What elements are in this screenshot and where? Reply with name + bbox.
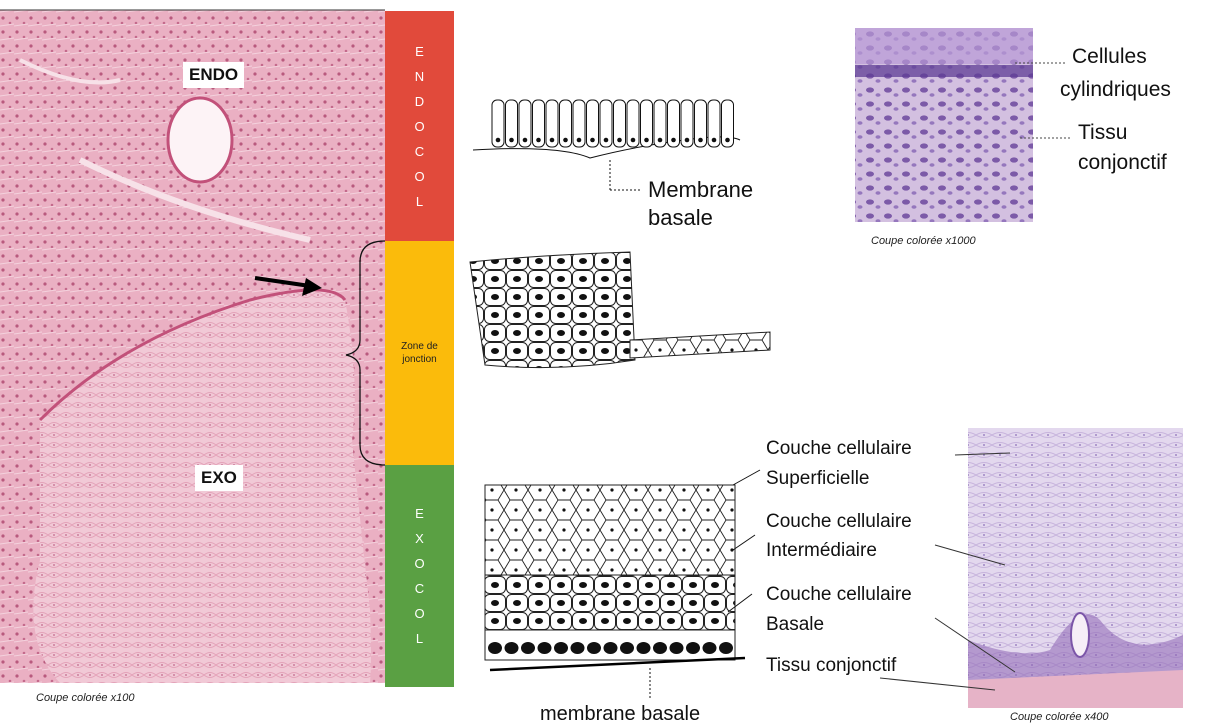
- basal-nucleus: [686, 642, 700, 654]
- endocol-letter: O: [414, 164, 424, 189]
- exocol-letter: L: [416, 626, 423, 651]
- columnar-nucleus: [523, 138, 528, 143]
- membrane-label-1: Membrane: [648, 176, 753, 204]
- basal-nucleus: [703, 642, 717, 654]
- basal-nucleus: [637, 642, 651, 654]
- caption-x100: Coupe colorée x100: [36, 692, 134, 704]
- basal-nucleus: [620, 642, 634, 654]
- endocol-letter: C: [415, 139, 424, 164]
- micrograph-x400: [880, 428, 1183, 708]
- columnar-nucleus: [509, 138, 514, 143]
- columnar-nucleus: [577, 138, 582, 143]
- tissue-label-1: Tissu: [1078, 120, 1127, 146]
- stratified-epithelium-drawing: [485, 470, 760, 700]
- basal-nucleus: [488, 642, 502, 654]
- basal-nucleus: [505, 642, 519, 654]
- layer-superficial-2: Superficielle: [766, 467, 870, 490]
- micrograph-x1000: [855, 28, 1070, 222]
- exocol-letter: O: [414, 551, 424, 576]
- tag-exo: EXO: [195, 465, 243, 491]
- columnar-nucleus: [496, 138, 501, 143]
- columnar-cells: [492, 100, 734, 147]
- columnar-nucleus: [631, 138, 636, 143]
- basal-nucleus: [554, 642, 568, 654]
- endocol-letter: D: [415, 89, 424, 114]
- layer-basal-1: Couche cellulaire: [766, 583, 912, 606]
- endocol-letter: N: [415, 64, 424, 89]
- columnar-nucleus: [685, 138, 690, 143]
- tissue-conjonctif-label: Tissu conjonctif: [766, 654, 896, 677]
- layer-intermediate-2: Intermédiaire: [766, 539, 877, 562]
- cells-label-1: Cellules: [1072, 44, 1147, 70]
- basal-nucleus: [653, 642, 667, 654]
- endocol-letter: E: [415, 39, 424, 64]
- columnar-nucleus: [644, 138, 649, 143]
- basal-nucleus: [571, 642, 585, 654]
- layer-basal-2: Basale: [766, 613, 824, 636]
- membrane-basale-label: membrane basale: [540, 703, 700, 726]
- layer-intermediate-1: Couche cellulaire: [766, 510, 912, 533]
- basal-nucleus: [587, 642, 601, 654]
- basal-nucleus: [521, 642, 535, 654]
- basal-nucleus: [719, 642, 733, 654]
- tag-endo: ENDO: [183, 62, 244, 88]
- endocol-letter: O: [414, 114, 424, 139]
- band-junction: Zone de jonction: [385, 241, 454, 465]
- cells-label-2: cylindriques: [1060, 77, 1171, 103]
- columnar-nucleus: [550, 138, 555, 143]
- junction-drawing: [470, 252, 770, 368]
- membrane-label-2: basale: [648, 204, 713, 232]
- exocol-letter: O: [414, 601, 424, 626]
- basal-nucleus: [604, 642, 618, 654]
- junction-label: Zone de jonction: [390, 340, 450, 366]
- caption-x1000: Coupe colorée x1000: [871, 235, 976, 247]
- columnar-nucleus: [536, 138, 541, 143]
- columnar-nucleus: [563, 138, 568, 143]
- columnar-nucleus: [671, 138, 676, 143]
- micrograph-main: [0, 10, 385, 683]
- layer-superficial-1: Couche cellulaire: [766, 437, 912, 460]
- endocol-letter: L: [416, 189, 423, 214]
- columnar-nucleus: [604, 138, 609, 143]
- basal-nucleus: [670, 642, 684, 654]
- basal-nuclei: [488, 642, 733, 654]
- columnar-nucleus: [698, 138, 703, 143]
- columnar-nucleus: [725, 138, 730, 143]
- exocol-letter: X: [415, 526, 424, 551]
- exocol-letter: C: [415, 576, 424, 601]
- exocol-letter: E: [415, 501, 424, 526]
- tissue-label-2: conjonctif: [1078, 150, 1167, 176]
- caption-x400: Coupe colorée x400: [1010, 711, 1108, 723]
- columnar-nucleus: [590, 138, 595, 143]
- columnar-nucleus: [658, 138, 663, 143]
- columnar-nucleus: [712, 138, 717, 143]
- basal-nucleus: [538, 642, 552, 654]
- columnar-nucleus: [617, 138, 622, 143]
